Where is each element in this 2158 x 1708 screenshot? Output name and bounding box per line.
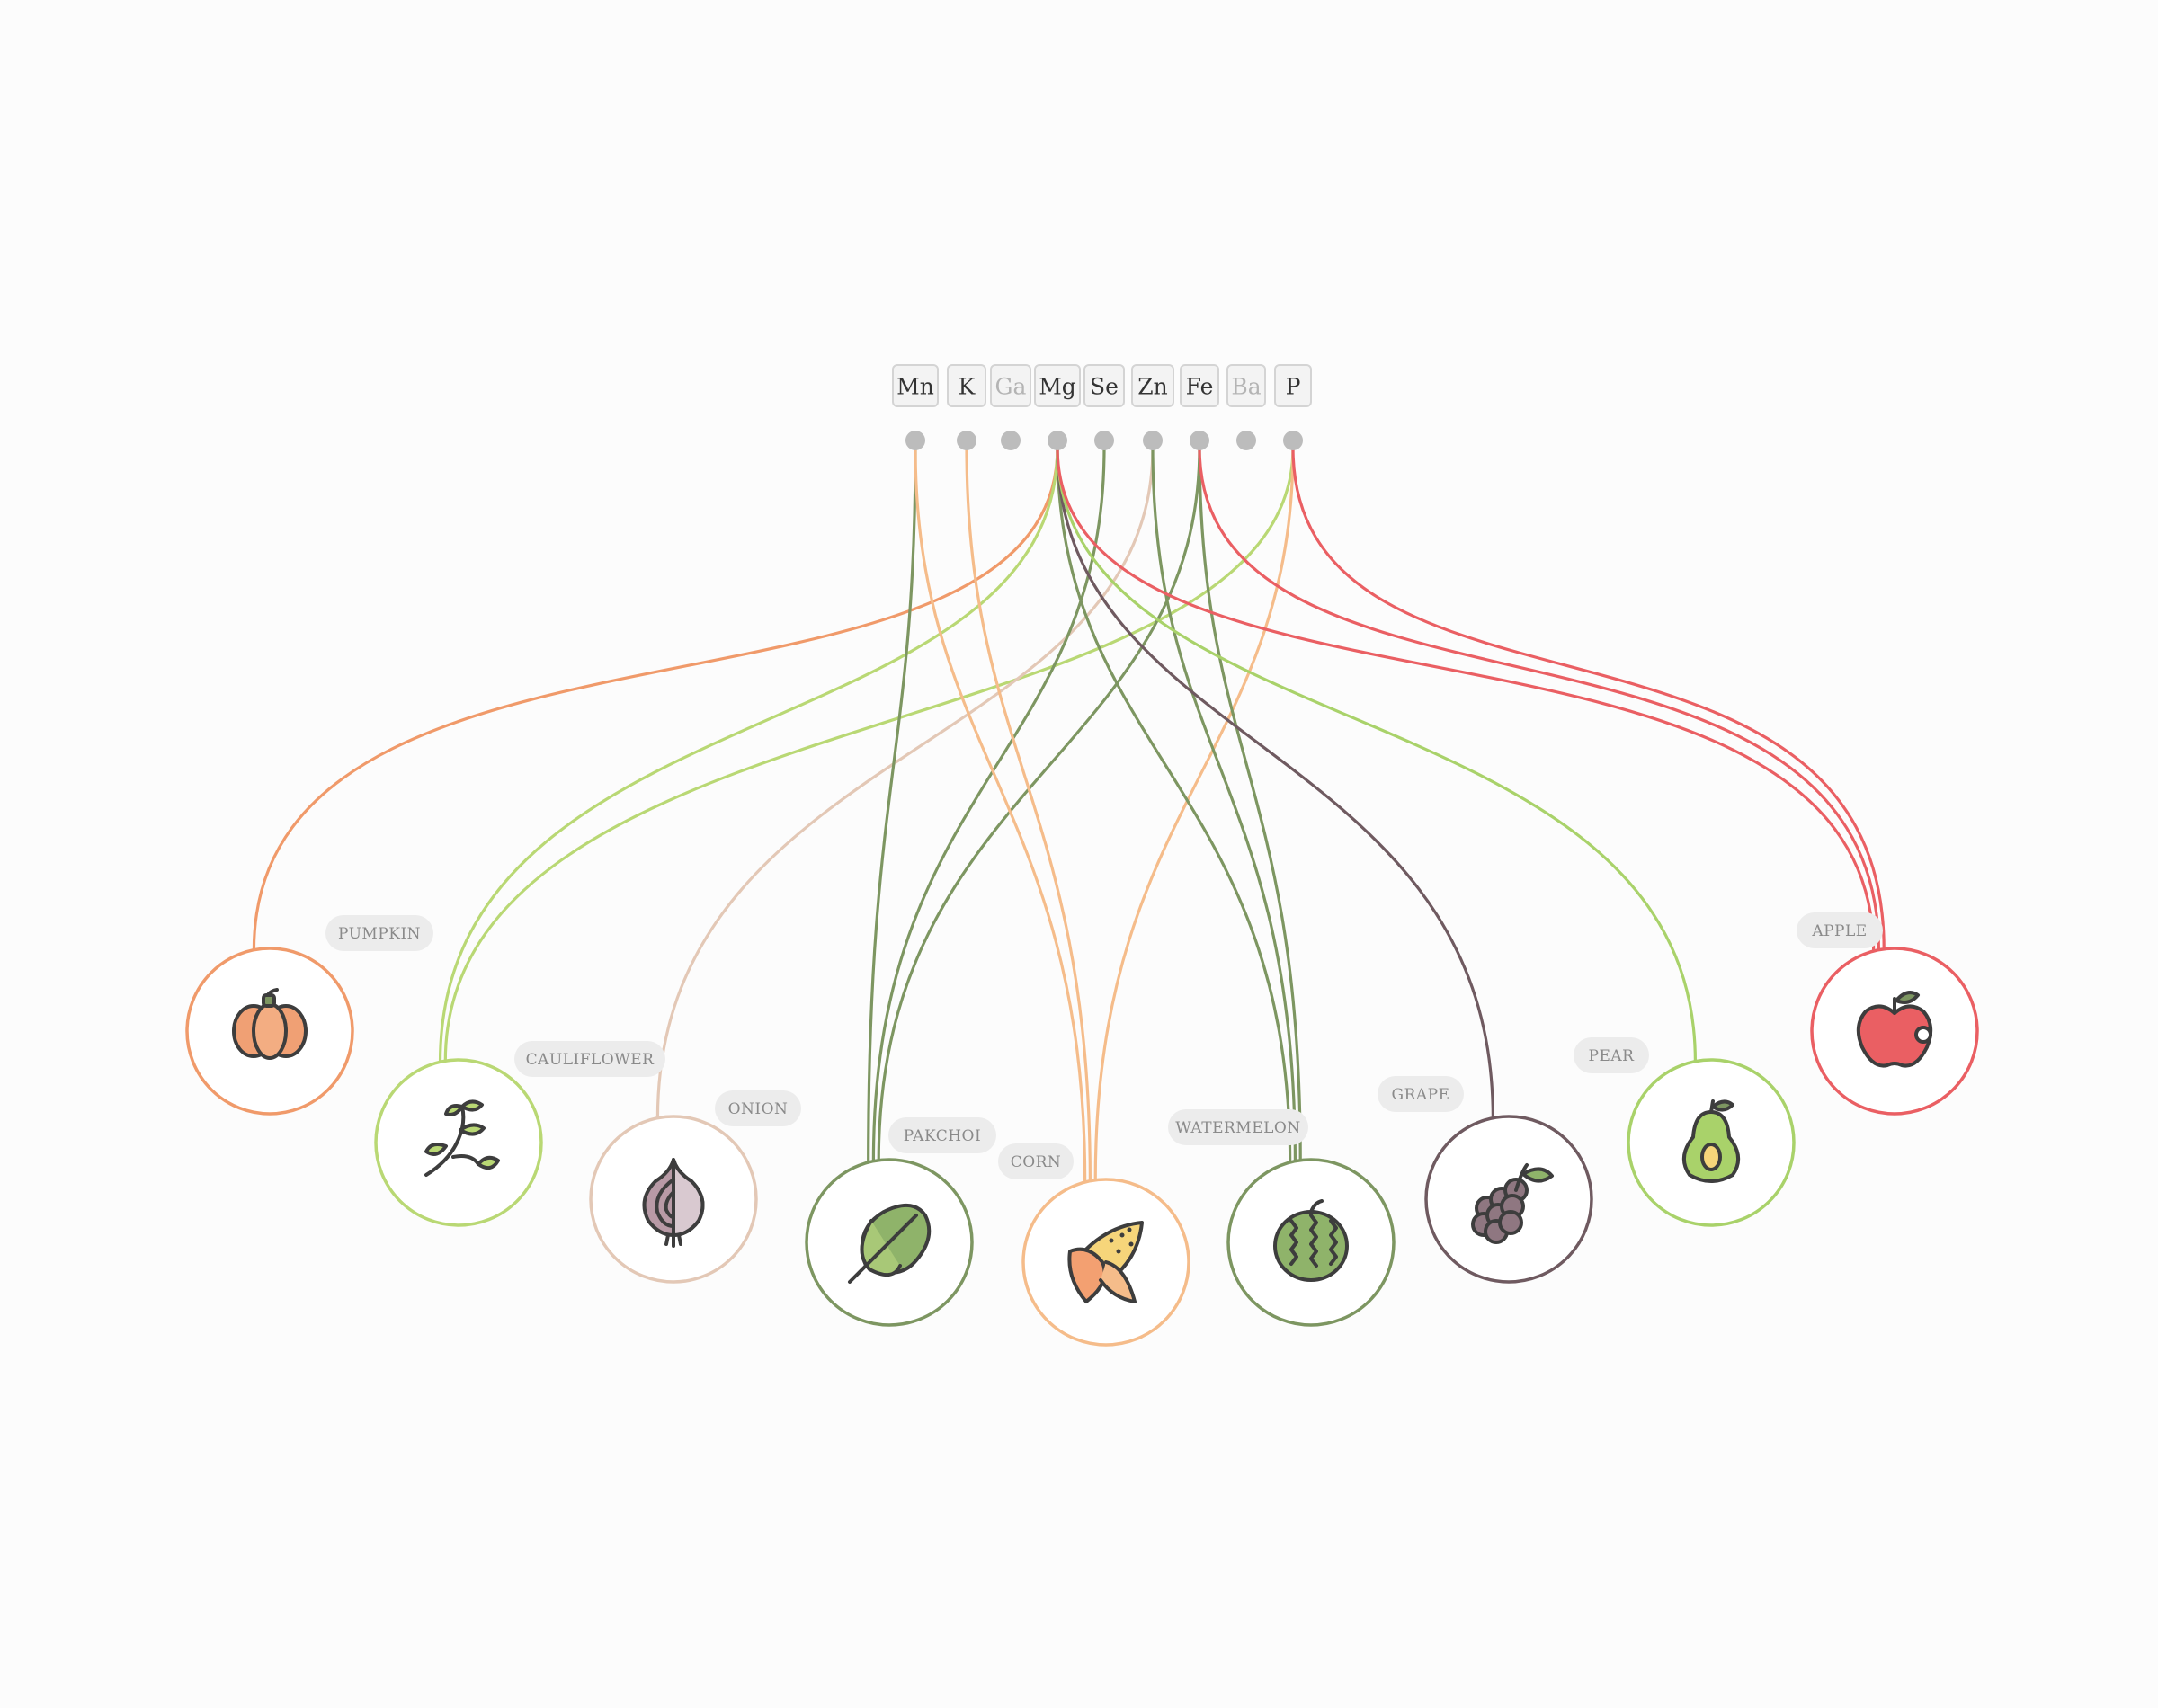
- element-Fe[interactable]: Fe: [1180, 364, 1219, 407]
- element-label-Mg: Mg: [1039, 374, 1076, 400]
- element-dot-Mg[interactable]: [1048, 431, 1067, 450]
- food-node-pear[interactable]: [1627, 1058, 1796, 1227]
- food-node-grape[interactable]: [1424, 1115, 1593, 1284]
- food-node-pakchoi[interactable]: [805, 1158, 974, 1327]
- element-box-Zn: [1131, 364, 1174, 407]
- link-Se-pakchoi: [871, 446, 1106, 1163]
- element-box-Fe: [1180, 364, 1219, 407]
- link-P-corn: [1093, 446, 1295, 1182]
- food-label-pumpkin: PUMPKIN: [325, 915, 433, 951]
- element-dot-Ba[interactable]: [1236, 431, 1256, 450]
- food-label-cauliflower: CAULIFLOWER: [514, 1041, 665, 1077]
- link-Mg-watermelon: [1056, 446, 1292, 1165]
- food-label-watermelon: WATERMELON: [1168, 1109, 1308, 1145]
- element-P[interactable]: P: [1274, 364, 1312, 407]
- element-Zn[interactable]: Zn: [1131, 364, 1174, 407]
- grape-icon: [1471, 1163, 1554, 1244]
- link-Mg-apple: [1056, 446, 1876, 954]
- food-label-pakchoi: PAKCHOI: [888, 1117, 996, 1153]
- element-dot-P[interactable]: [1283, 431, 1303, 450]
- element-box-Mn: [892, 364, 939, 407]
- foods-layer: PUMPKIN CAULIFLOWER ONION PAKCHOI CORN WATERM…: [185, 912, 1979, 1347]
- element-K[interactable]: K: [947, 364, 986, 407]
- element-dot-Zn[interactable]: [1143, 431, 1163, 450]
- link-Mg-pear: [1056, 446, 1697, 1063]
- link-Mn-corn: [914, 446, 1087, 1185]
- food-node-watermelon[interactable]: [1226, 1158, 1396, 1327]
- onion-icon: [642, 1158, 705, 1248]
- food-label-text-corn: CORN: [1011, 1153, 1062, 1171]
- food-node-corn[interactable]: [1021, 1178, 1190, 1347]
- food-label-text-pear: PEAR: [1589, 1047, 1636, 1065]
- element-dot-Fe[interactable]: [1190, 431, 1209, 450]
- element-box-Se: [1083, 364, 1125, 407]
- element-Ga[interactable]: Ga: [990, 364, 1031, 407]
- links-layer: [252, 446, 1886, 1185]
- element-Mn[interactable]: Mn: [892, 364, 939, 407]
- element-Mg[interactable]: Mg: [1034, 364, 1081, 407]
- food-node-cauliflower[interactable]: [374, 1058, 543, 1227]
- food-node-pumpkin[interactable]: [185, 947, 354, 1116]
- link-Mg-grape: [1056, 446, 1494, 1120]
- link-Zn-watermelon: [1151, 446, 1297, 1163]
- element-label-K: K: [959, 374, 976, 400]
- food-label-text-grape: GRAPE: [1391, 1086, 1449, 1104]
- element-dot-Ga[interactable]: [1001, 431, 1021, 450]
- element-box-Mg: [1034, 364, 1081, 407]
- element-dot-Mn[interactable]: [905, 431, 925, 450]
- food-label-text-watermelon: WATERMELON: [1175, 1119, 1300, 1137]
- element-label-Fe: Fe: [1186, 374, 1214, 400]
- link-Mg-cauliflower: [438, 446, 1059, 1064]
- cauliflower-icon: [424, 1099, 500, 1177]
- link-Zn-onion: [655, 446, 1155, 1120]
- food-label-apple: APPLE: [1797, 912, 1883, 948]
- element-Se[interactable]: Se: [1083, 364, 1125, 407]
- food-node-onion[interactable]: [589, 1115, 758, 1284]
- element-label-Ga: Ga: [995, 374, 1027, 400]
- element-label-Mn: Mn: [896, 374, 934, 400]
- food-label-text-pumpkin: PUMPKIN: [338, 925, 421, 943]
- food-node-apple[interactable]: [1810, 947, 1979, 1116]
- pear-icon: [1682, 1099, 1740, 1183]
- element-label-Ba: Ba: [1231, 374, 1261, 400]
- food-label-text-cauliflower: CAULIFLOWER: [526, 1051, 655, 1069]
- element-dot-Se[interactable]: [1094, 431, 1114, 450]
- elements-layer: Mn K Ga Mg Se Zn Fe Ba P: [892, 364, 1312, 450]
- pakchoi-icon: [848, 1204, 932, 1284]
- food-label-text-onion: ONION: [728, 1100, 789, 1118]
- link-K-corn: [965, 446, 1092, 1183]
- link-Fe-pakchoi: [877, 446, 1201, 1162]
- element-label-Zn: Zn: [1137, 374, 1167, 400]
- link-Mn-pakchoi: [867, 446, 917, 1165]
- element-dot-K[interactable]: [957, 431, 976, 450]
- link-P-apple: [1291, 446, 1886, 951]
- link-Mg-pumpkin: [252, 446, 1059, 952]
- element-box-P: [1274, 364, 1312, 407]
- element-label-P: P: [1286, 374, 1301, 400]
- link-Fe-apple: [1198, 446, 1880, 952]
- watermelon-icon: [1273, 1199, 1349, 1282]
- apple-icon: [1856, 991, 1933, 1068]
- food-label-text-apple: APPLE: [1811, 922, 1867, 940]
- food-label-corn: CORN: [998, 1143, 1074, 1179]
- corn-icon: [1067, 1221, 1144, 1303]
- element-box-Ba: [1226, 364, 1266, 407]
- pumpkin-icon: [232, 988, 308, 1060]
- element-Ba[interactable]: Ba: [1226, 364, 1266, 407]
- food-label-onion: ONION: [715, 1090, 801, 1126]
- element-box-K: [947, 364, 986, 407]
- link-Fe-watermelon: [1198, 446, 1302, 1162]
- food-label-text-pakchoi: PAKCHOI: [904, 1127, 981, 1145]
- link-P-cauliflower: [443, 446, 1295, 1063]
- element-label-Se: Se: [1090, 374, 1119, 400]
- food-label-pear: PEAR: [1574, 1037, 1649, 1073]
- element-box-Ga: [990, 364, 1031, 407]
- food-label-grape: GRAPE: [1378, 1076, 1464, 1112]
